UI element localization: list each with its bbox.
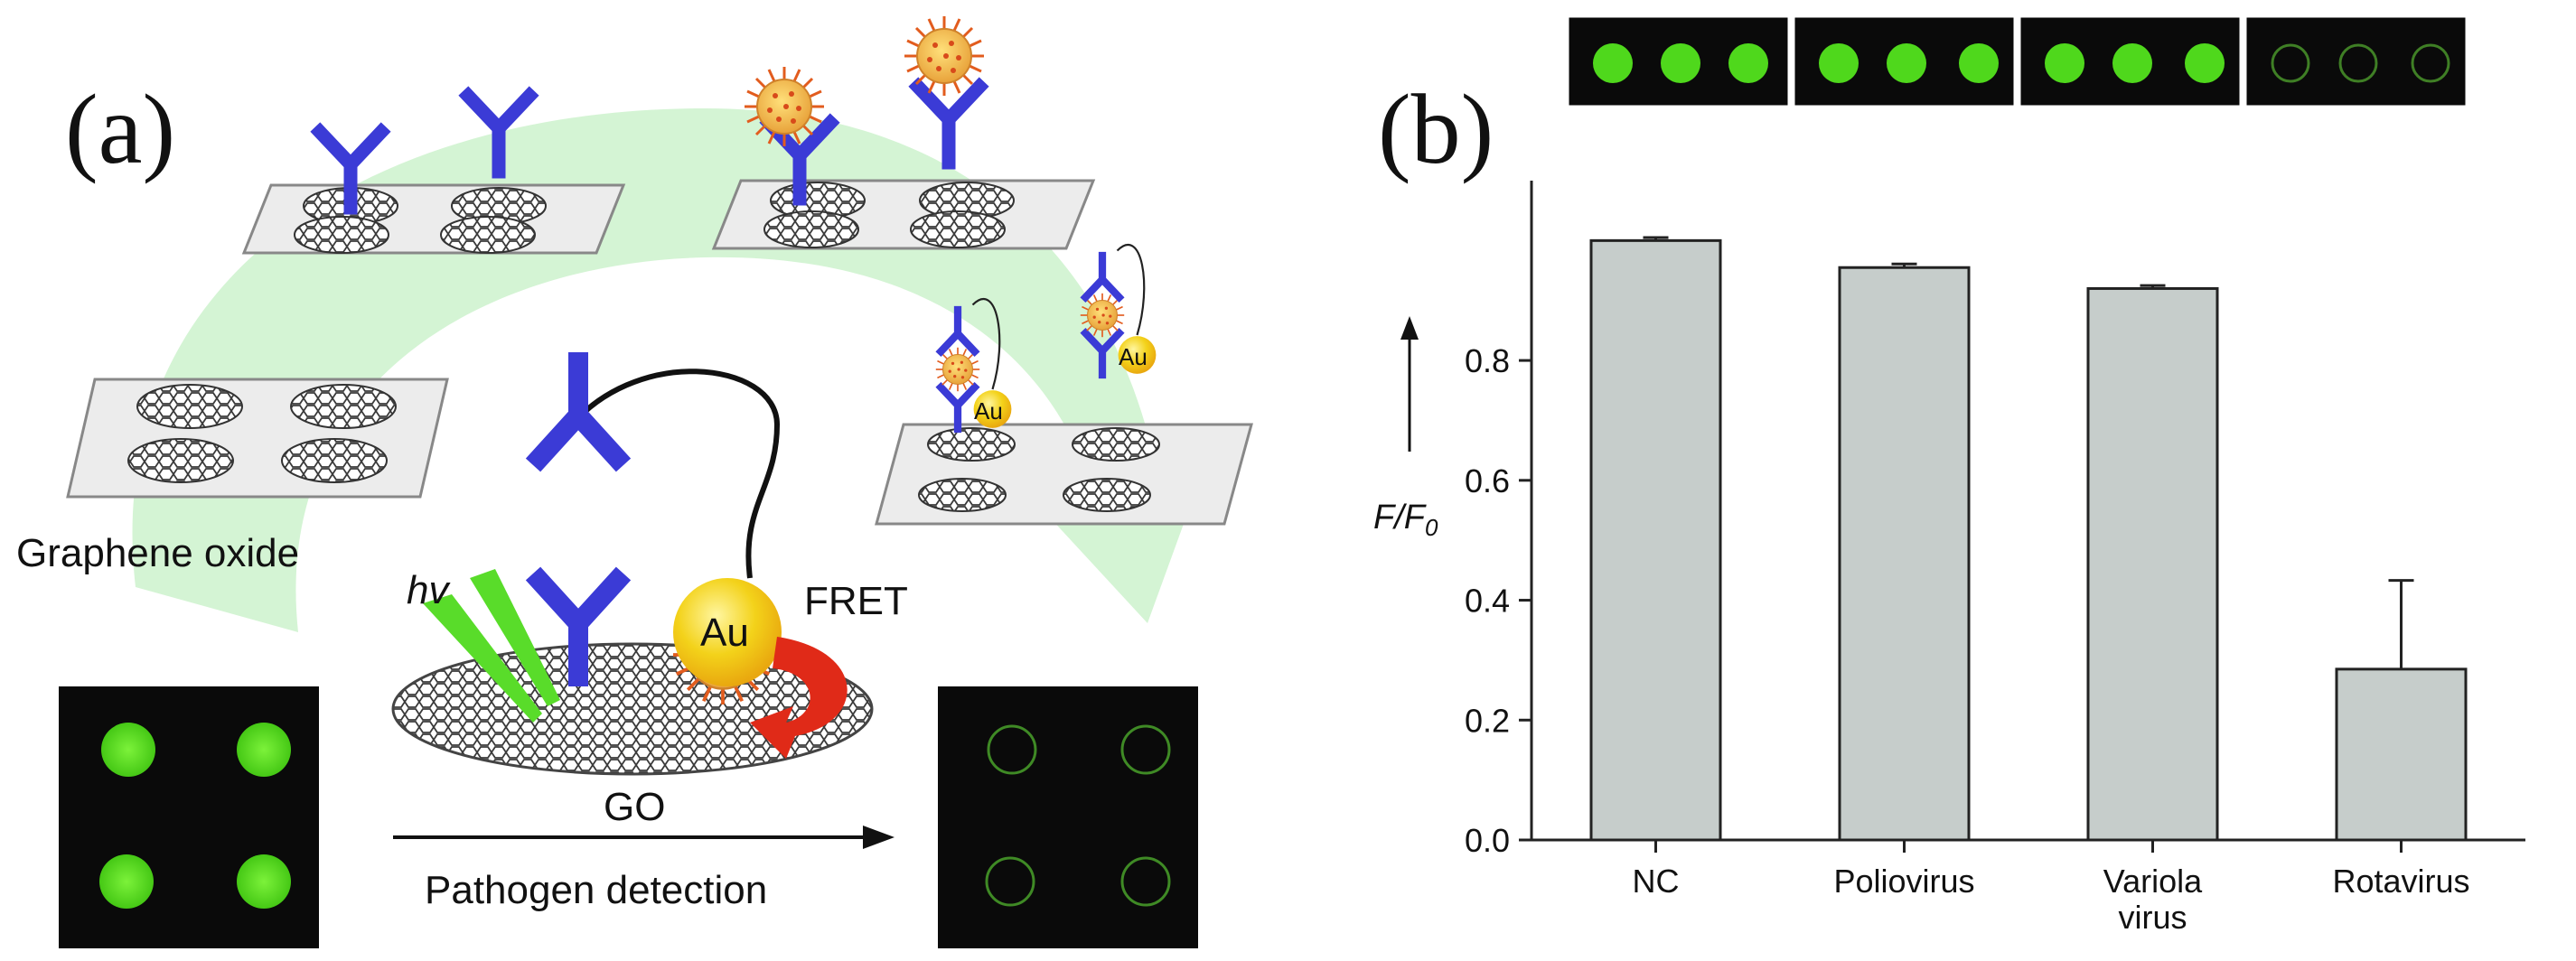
bar [2335, 667, 2468, 842]
spot-strip [1566, 14, 2468, 108]
y-label-main: F/F [1373, 499, 1427, 536]
spot [237, 723, 291, 777]
spot [985, 856, 1035, 907]
y-tick-label: 0.6 [1465, 462, 1510, 499]
spot [1120, 724, 1171, 775]
bar-chart: 0.0 0.2 0.4 0.6 0.8 NC Poliovirus Variolavirus… [1373, 181, 2525, 936]
detection-arrow [393, 826, 895, 849]
spot [99, 854, 154, 909]
bar [1589, 238, 1722, 842]
go-label: GO [604, 785, 665, 829]
x-tick-label: NC [1633, 863, 1680, 900]
y-label: F/F0 [1373, 316, 1438, 541]
au-small-label: Au [974, 397, 1003, 425]
capture-antibody [525, 566, 632, 686]
y-tick-label: 0.8 [1465, 342, 1510, 379]
y-tick-label: 0.2 [1465, 702, 1510, 739]
panel-a-label: (a) [65, 74, 175, 184]
x-tick-label: Variola [2103, 863, 2203, 900]
fluorescence-before [59, 686, 319, 948]
hv-label: hv [407, 568, 451, 612]
fret-scheme: Au FRET hv GO [391, 352, 908, 829]
gold-nanoparticle [673, 578, 782, 686]
y-tick-label: 0.4 [1465, 583, 1510, 620]
spot [1120, 856, 1171, 907]
antibody-icon [918, 87, 979, 163]
y-tick-label: 0.0 [1465, 822, 1510, 859]
panel-a: (a) [16, 14, 1253, 948]
graphene-oxide-label: Graphene oxide [16, 531, 299, 575]
fluorescence-after [938, 686, 1198, 948]
au-small-label: Au [1119, 343, 1147, 370]
au-label: Au [700, 611, 749, 655]
virus-icon [743, 65, 826, 148]
detection-antibody [525, 352, 632, 472]
pathogen-detection-label: Pathogen detection [425, 868, 767, 912]
spot [101, 723, 155, 777]
plate-antibodies [241, 96, 626, 255]
fret-arrow [750, 637, 848, 759]
plate-sandwich: Au Au [875, 243, 1253, 526]
y-label-sub: 0 [1425, 514, 1438, 541]
hv-arrows [423, 569, 560, 723]
x-tick-label: Poliovirus [1833, 863, 1974, 900]
virus-icon [903, 14, 986, 98]
bar [2086, 286, 2219, 842]
panel-b-label: (b) [1378, 74, 1494, 184]
plate-virus-captured [711, 14, 1096, 250]
x-tick-label: Rotavirus [2332, 863, 2469, 900]
bar [1838, 266, 1971, 842]
fret-label: FRET [804, 579, 908, 623]
plate-graphene-oxide [66, 378, 449, 499]
linker [562, 369, 781, 579]
x-tick-label: virus [2118, 899, 2187, 936]
panel-b: (b) 0.0 0.2 0.4 0.6 0.8 NC Poliovirus Variolav… [1373, 14, 2525, 936]
svg-text:F/F0: F/F0 [1373, 499, 1438, 541]
spot [237, 854, 291, 909]
spot [987, 724, 1037, 775]
